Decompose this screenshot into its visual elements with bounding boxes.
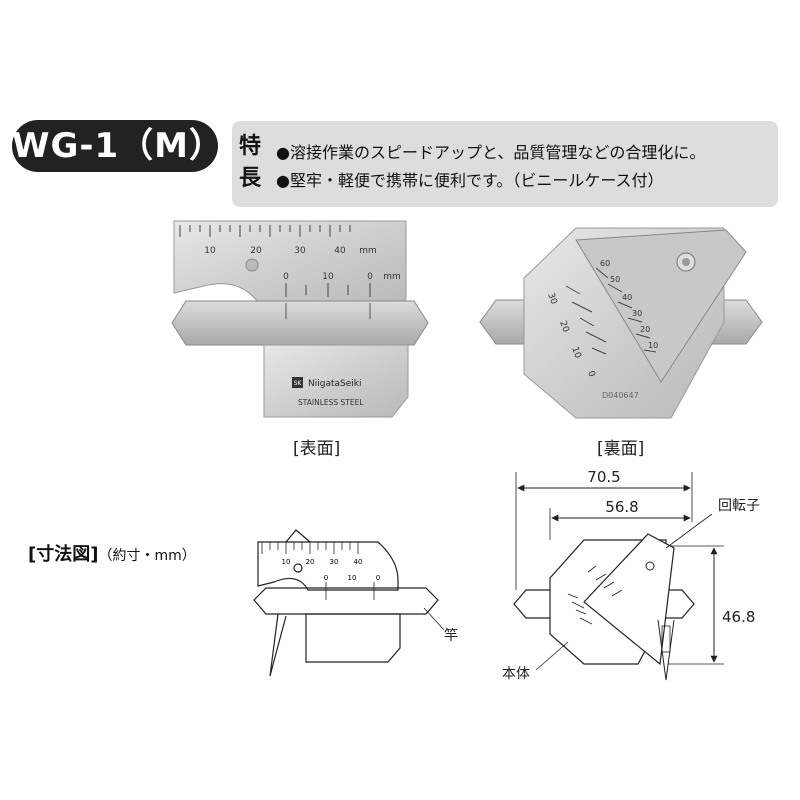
back-angle-label: 50 xyxy=(610,275,620,284)
back-scale-label: 10 xyxy=(569,346,582,360)
back-angle-label: 60 xyxy=(600,259,610,268)
label-rod: 竿 xyxy=(444,628,458,644)
drawing-scale-label: 40 xyxy=(354,558,363,566)
features-box xyxy=(232,121,778,207)
drawing-scale-label: 0 xyxy=(324,574,328,582)
drawing-scale-label: 20 xyxy=(306,558,315,566)
front-vernier-label: 0 xyxy=(283,272,289,282)
front-scale-label: 30 xyxy=(294,246,306,256)
back-caption: [裏面] xyxy=(597,439,645,459)
front-line-drawing: 10 20 30 40 0 10 0 竿 xyxy=(253,529,458,677)
front-scale-unit: mm xyxy=(359,246,377,256)
front-vernier-label: 0 xyxy=(367,272,373,282)
dimension-heading-text: [寸法図] xyxy=(28,544,99,565)
front-gauge-photo: 10 20 30 40 mm 0 10 0 mm SK NiigataSeiki… xyxy=(171,220,429,418)
drawing-scale-label: 0 xyxy=(376,574,380,582)
back-scale-label: 20 xyxy=(557,320,570,334)
back-angle-label: 40 xyxy=(622,293,632,302)
drawing-scale-label: 10 xyxy=(282,558,291,566)
feature-item: ●溶接作業のスピードアップと、品質管理などの合理化に。 xyxy=(276,143,706,162)
front-caption: [表面] xyxy=(293,439,341,459)
dimension-heading-note: （約寸・mm） xyxy=(98,548,196,564)
model-title: WG-1（M） xyxy=(12,120,223,172)
brand-logo-text: SK xyxy=(294,380,303,387)
back-scale-label: 0 xyxy=(585,370,596,379)
dim-width-total: 70.5 xyxy=(587,468,620,486)
back-angle-label: 20 xyxy=(640,325,650,334)
back-angle-label: 10 xyxy=(648,341,658,350)
front-vernier-label: 10 xyxy=(322,272,334,282)
front-vernier-unit: mm xyxy=(383,272,401,282)
back-gauge-photo: 30 20 10 0 60 50 40 30 20 10 D040647 xyxy=(479,227,763,419)
back-angle-label: 30 xyxy=(632,309,642,318)
front-scale-label: 20 xyxy=(250,246,262,256)
brand-logo xyxy=(292,377,303,388)
dim-height: 46.8 xyxy=(722,608,755,626)
drawing-scale-label: 30 xyxy=(330,558,339,566)
dim-width-inner: 56.8 xyxy=(605,498,638,516)
material-label: STAINLESS STEEL xyxy=(298,398,364,407)
dimension-heading: [寸法図]（約寸・mm） xyxy=(28,540,196,566)
drawing-scale-label: 10 xyxy=(348,574,357,582)
label-body: 本体 xyxy=(502,666,530,682)
back-dimension-drawing: 70.5 56.8 46.8 回転子 本体 xyxy=(502,468,760,682)
features-label-char: 長 xyxy=(238,166,261,191)
features-label: 特 長 xyxy=(236,131,264,195)
serial-number: D040647 xyxy=(602,391,639,400)
front-scale-label: 40 xyxy=(334,246,346,256)
features-list: ●溶接作業のスピードアップと、品質管理などの合理化に。 ●堅牢・軽便で携帯に便利… xyxy=(276,139,705,195)
front-scale-label: 10 xyxy=(204,246,216,256)
brand-name: NiigataSeiki xyxy=(308,379,361,389)
back-scale-label: 30 xyxy=(545,292,558,306)
label-rotor: 回転子 xyxy=(718,498,760,514)
features-label-char: 特 xyxy=(238,134,261,159)
feature-item: ●堅牢・軽便で携帯に便利です。（ビニールケース付） xyxy=(276,171,664,190)
